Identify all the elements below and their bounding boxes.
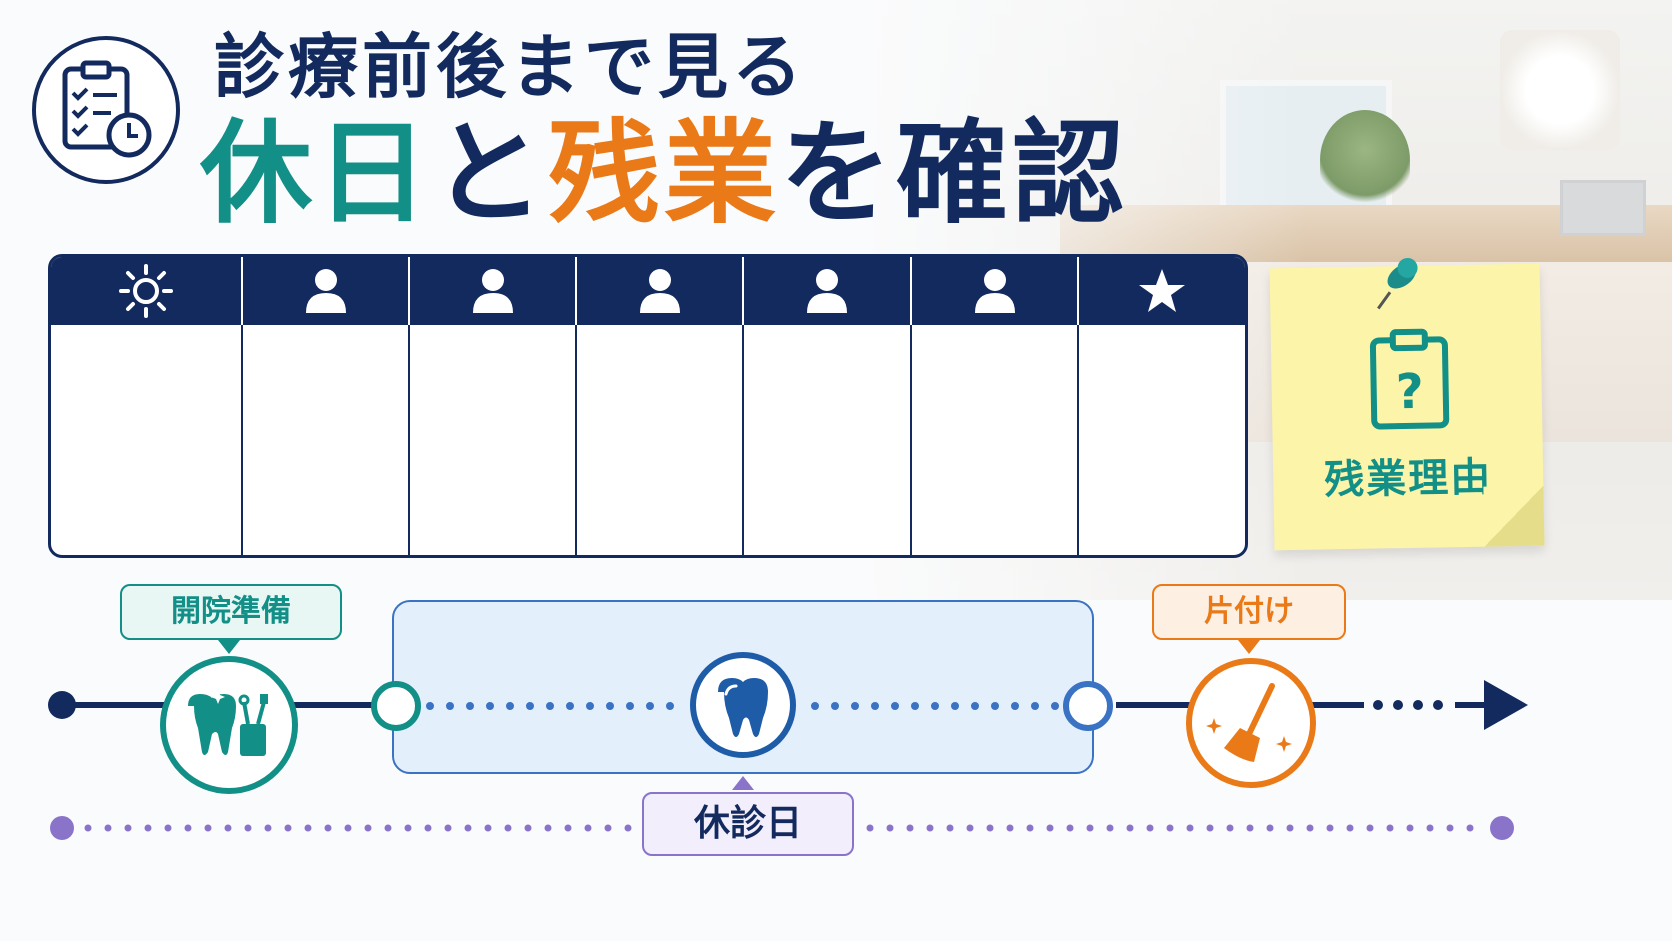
clipboard-checklist-clock-icon	[32, 36, 180, 184]
schedule-column	[577, 257, 744, 555]
title-overtime: 残業	[548, 109, 780, 239]
schedule-column-star	[1079, 257, 1245, 555]
person-icon	[305, 269, 346, 313]
svg-text:?: ?	[1395, 364, 1424, 420]
star-icon	[1139, 269, 1185, 312]
opening-prep-label: 開院準備	[120, 584, 342, 640]
schedule-column	[744, 257, 912, 555]
schedule-column-sun	[51, 257, 243, 555]
tooth-icon	[690, 652, 796, 758]
schedule-column	[243, 257, 410, 555]
schedule-column	[410, 257, 577, 555]
sticky-note: ? 残業理由	[1269, 257, 1545, 551]
clipboard-question-icon: ?	[1369, 328, 1450, 430]
weekly-schedule-grid	[48, 254, 1248, 558]
broom-icon	[1186, 658, 1316, 788]
title-holiday: 休日	[200, 109, 432, 239]
cleanup-label: 片付け	[1152, 584, 1346, 640]
page-title-line2: 休日と残業を確認	[200, 118, 1128, 230]
person-icon	[472, 269, 513, 313]
person-icon	[974, 269, 1015, 313]
page-title-line1: 診療前後まで見る	[214, 26, 806, 108]
sun-icon	[119, 264, 173, 318]
person-icon	[639, 269, 680, 313]
schedule-column	[912, 257, 1079, 555]
title-confirm: を確認	[780, 109, 1128, 239]
closed-day-label: 休診日	[642, 792, 854, 856]
title-and: と	[432, 109, 548, 239]
person-icon	[807, 269, 847, 313]
pushpin-icon	[1377, 257, 1418, 310]
tooth-brush-cup-icon	[160, 656, 298, 794]
